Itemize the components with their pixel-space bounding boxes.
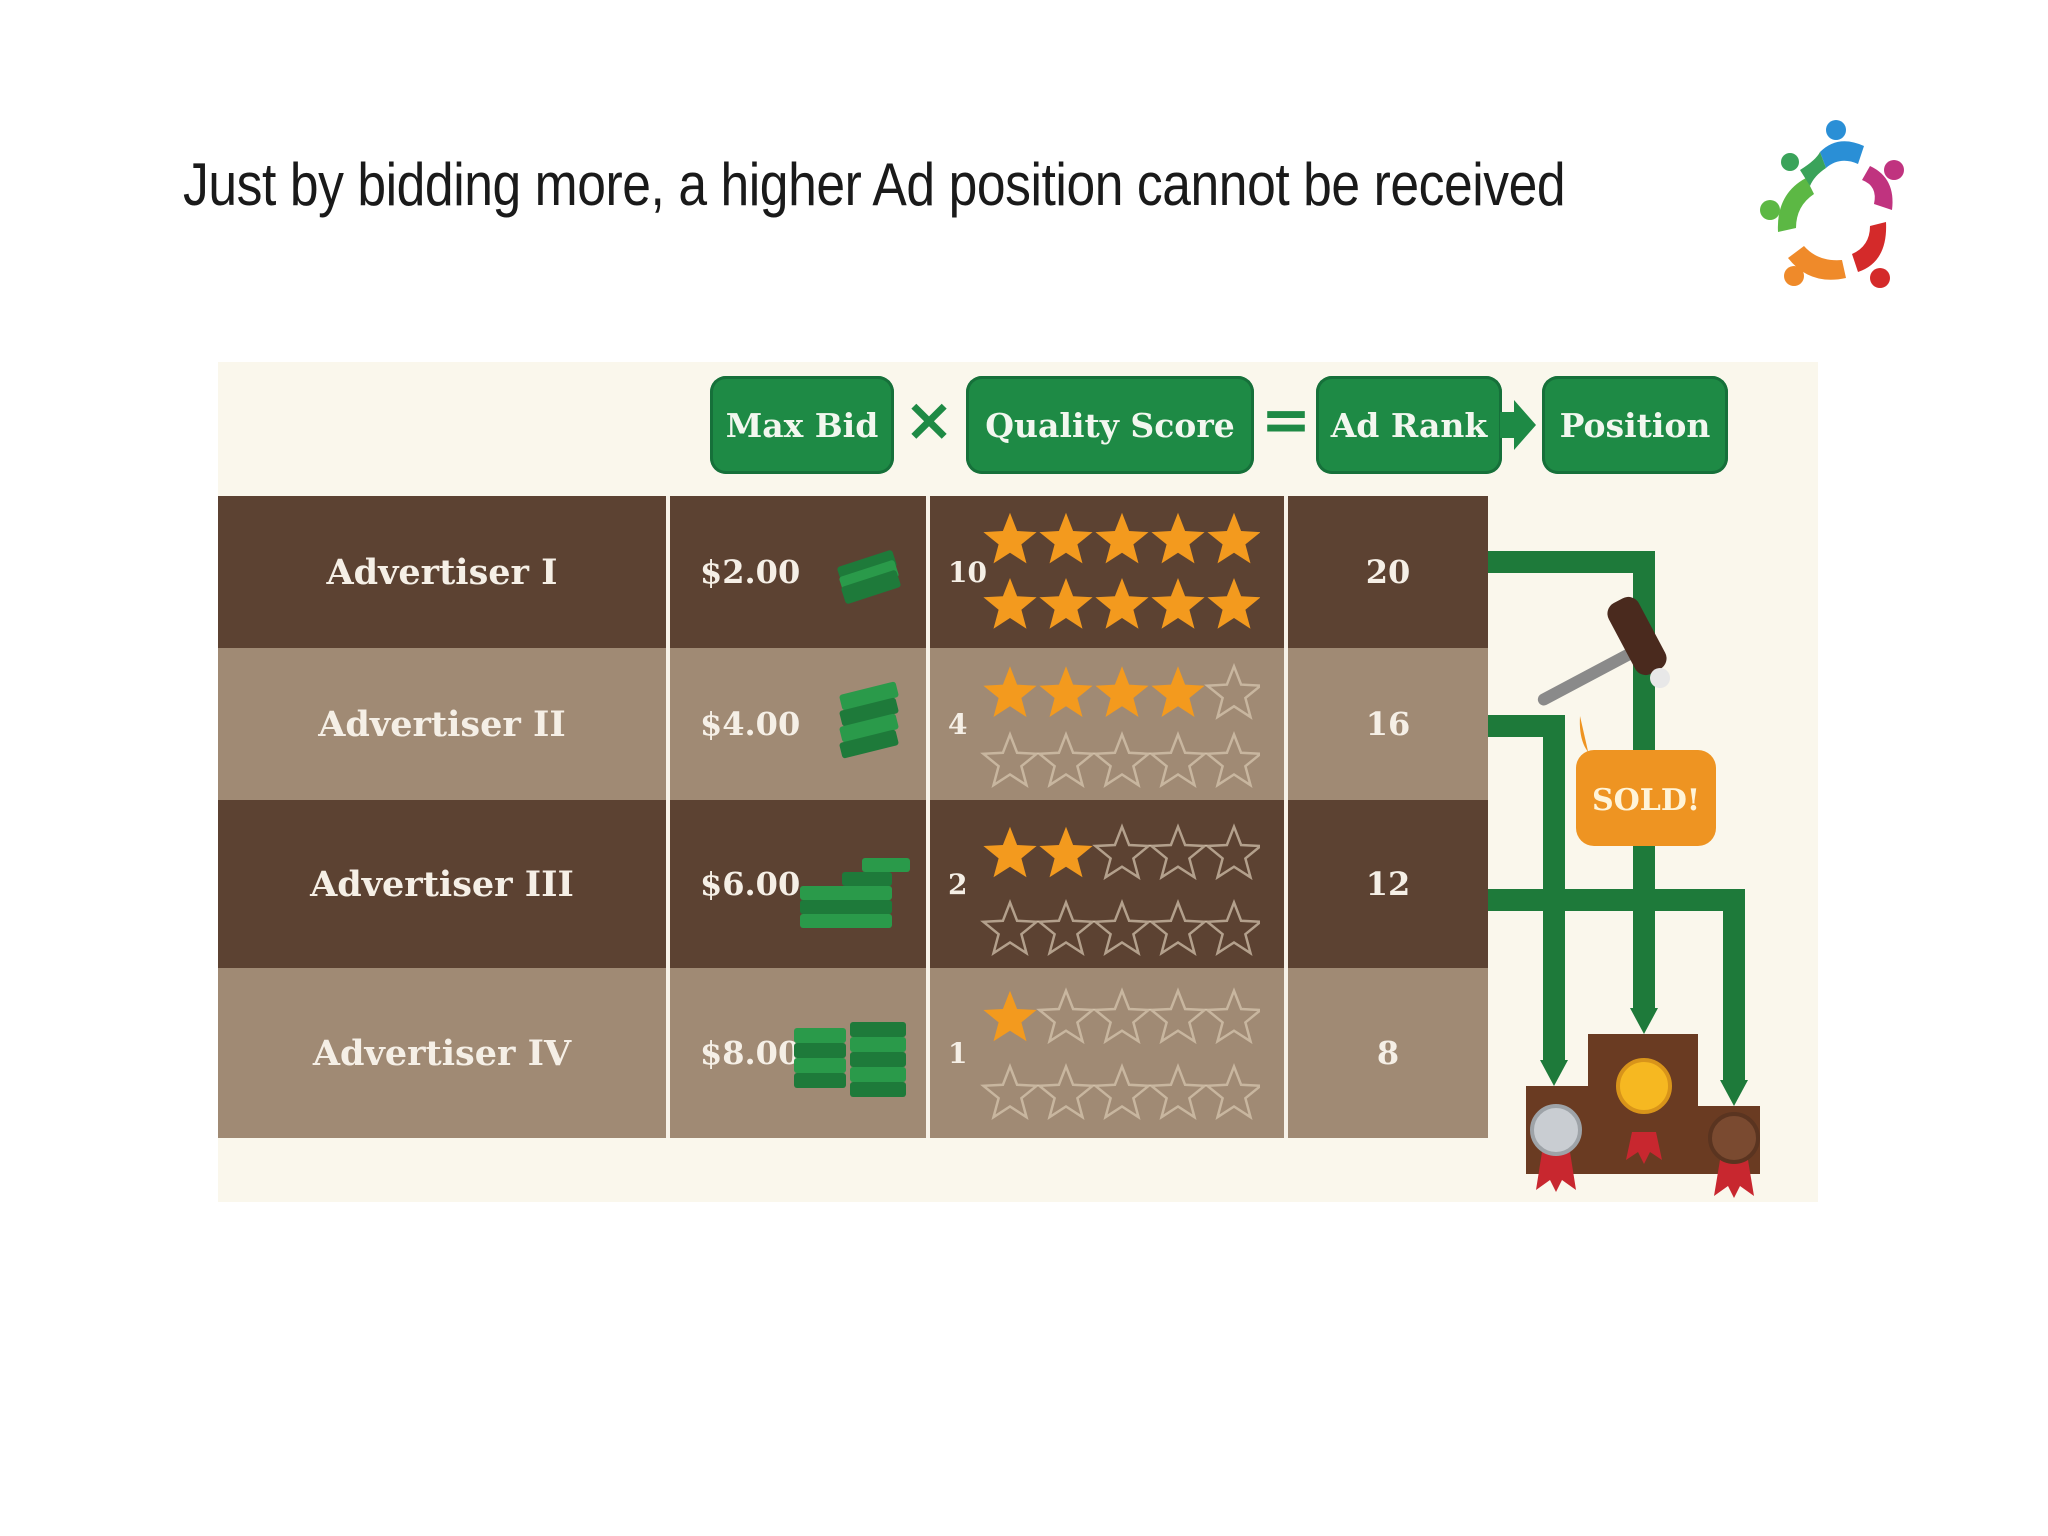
- star-empty-icon: [1204, 823, 1260, 881]
- star-filled-icon: [1039, 578, 1093, 629]
- column-divider: [926, 496, 930, 1138]
- position-label: Position: [1542, 376, 1728, 474]
- star-filled-icon: [1095, 512, 1149, 564]
- slide-title: Just by bidding more, a higher Ad positi…: [183, 151, 1566, 218]
- arrow-right-icon: [1500, 400, 1536, 450]
- star-empty-icon: [1204, 1063, 1260, 1121]
- star-empty-icon: [1092, 899, 1152, 957]
- multiply-sign: ×: [903, 385, 955, 455]
- star-empty-icon: [1148, 823, 1208, 881]
- star-filled-icon: [1039, 666, 1093, 717]
- max-bid-value: $6.00: [700, 865, 801, 903]
- ad-rank-value: 20: [1365, 553, 1411, 591]
- ad-rank-value: 16: [1365, 705, 1411, 743]
- advertiser-name: Advertiser II: [318, 703, 566, 745]
- max-bid-value: $4.00: [700, 705, 801, 743]
- star-empty-icon: [1204, 662, 1260, 720]
- star-filled-icon: [1095, 666, 1149, 717]
- sold-label: SOLD!: [1592, 783, 1700, 818]
- ad-rank-label: Ad Rank: [1316, 376, 1502, 474]
- star-empty-icon: [1092, 987, 1152, 1045]
- star-empty-icon: [980, 731, 1040, 789]
- quality-score-value: 1: [948, 1036, 968, 1070]
- bronze-medal-icon: [1708, 1112, 1760, 1198]
- quality-stars: [980, 987, 1260, 1121]
- star-filled-icon: [983, 512, 1037, 564]
- quality-score-value: 10: [948, 555, 987, 589]
- max-bid-label: Max Bid: [710, 376, 894, 474]
- quality-score-value: 2: [948, 867, 968, 901]
- star-filled-icon: [1039, 512, 1093, 564]
- star-empty-icon: [1092, 823, 1152, 881]
- star-empty-icon: [1036, 1063, 1096, 1121]
- quality-stars: [983, 512, 1260, 629]
- max-bid-value: $8.00: [700, 1034, 801, 1072]
- quality-score-value: 4: [948, 707, 968, 741]
- column-divider: [666, 496, 670, 1138]
- star-empty-icon: [1036, 987, 1096, 1045]
- position-flow-graphic: SOLD!: [1488, 551, 1760, 1198]
- quality-score-label: Quality Score: [966, 376, 1254, 474]
- star-empty-icon: [1148, 1063, 1208, 1121]
- column-divider: [1284, 496, 1288, 1138]
- logo-people-circle-icon: [1760, 120, 1904, 288]
- quality-stars: [980, 823, 1260, 957]
- star-empty-icon: [1148, 731, 1208, 789]
- star-filled-icon: [1095, 578, 1149, 629]
- star-empty-icon: [1204, 899, 1260, 957]
- star-filled-icon: [983, 578, 1037, 629]
- sold-callout: [1576, 750, 1716, 846]
- star-empty-icon: [1036, 899, 1096, 957]
- star-empty-icon: [1092, 1063, 1152, 1121]
- equals-sign: =: [1260, 385, 1312, 455]
- gold-medal-icon: [1616, 1058, 1672, 1164]
- star-filled-icon: [1151, 512, 1205, 564]
- money-stack-icon: [800, 858, 910, 928]
- star-filled-icon: [1207, 578, 1260, 629]
- star-filled-icon: [983, 826, 1037, 878]
- ad-rank-value: 8: [1376, 1034, 1400, 1072]
- money-stack-icon: [794, 1022, 906, 1097]
- money-stack-icon: [837, 550, 901, 604]
- advertiser-name: Advertiser I: [326, 551, 558, 593]
- star-empty-icon: [1204, 987, 1260, 1045]
- silver-medal-icon: [1530, 1104, 1582, 1192]
- star-empty-icon: [980, 899, 1040, 957]
- star-empty-icon: [1204, 731, 1260, 789]
- gavel-icon: [1537, 596, 1670, 706]
- quality-stars: [980, 662, 1260, 789]
- star-filled-icon: [1151, 666, 1205, 717]
- star-filled-icon: [1039, 826, 1093, 878]
- advertiser-name: Advertiser III: [310, 863, 574, 905]
- star-filled-icon: [983, 990, 1037, 1042]
- star-empty-icon: [1092, 731, 1152, 789]
- star-empty-icon: [1036, 731, 1096, 789]
- max-bid-value: $2.00: [700, 553, 801, 591]
- ad-rank-value: 12: [1365, 865, 1411, 903]
- star-empty-icon: [1148, 899, 1208, 957]
- star-filled-icon: [983, 666, 1037, 717]
- star-empty-icon: [1148, 987, 1208, 1045]
- advertiser-name: Advertiser IV: [312, 1032, 572, 1074]
- money-stack-icon: [839, 681, 899, 759]
- star-empty-icon: [980, 1063, 1040, 1121]
- star-filled-icon: [1207, 512, 1260, 564]
- bid-table: Advertiser I $2.00 10 20 Advertiser II $…: [218, 496, 1488, 1138]
- star-filled-icon: [1151, 578, 1205, 629]
